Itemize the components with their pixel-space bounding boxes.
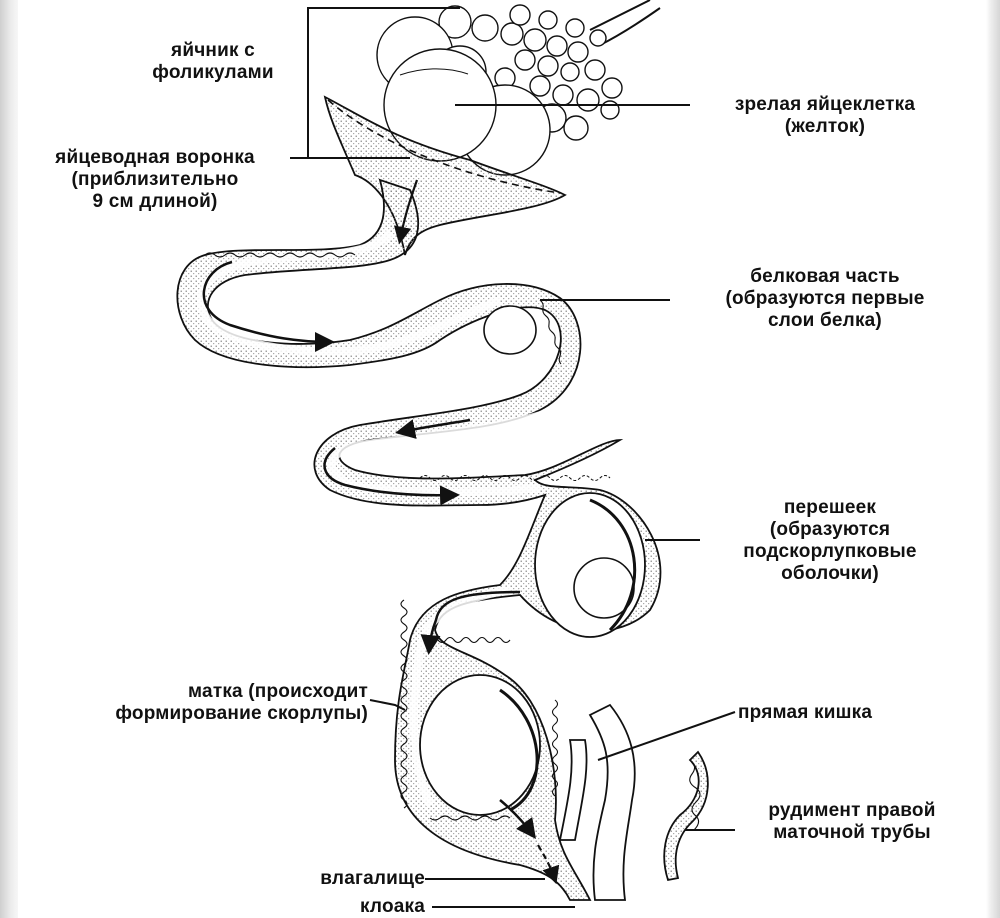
label-cloaca: клоака xyxy=(250,896,425,918)
label-albumen: белковая часть (образуются первые слои б… xyxy=(675,266,975,332)
label-rectum: прямая кишка xyxy=(738,702,958,724)
rectum-and-rudiment xyxy=(560,705,708,900)
label-mature-egg: зрелая яйцеклетка (желток) xyxy=(690,94,960,138)
label-vagina: влагалище xyxy=(250,868,425,890)
oviduct-body xyxy=(177,97,660,900)
label-uterus: матка (происходит формирование скорлупы) xyxy=(28,681,368,725)
label-ovary: яйчник с фоликулами xyxy=(128,40,298,84)
label-funnel: яйцеводная воронка (приблизительно 9 см … xyxy=(26,147,284,213)
label-isthmus: перешеек (образуются подскорлупковые обо… xyxy=(700,497,960,585)
label-right-oviduct-rudiment: рудимент правой маточной трубы xyxy=(722,800,982,844)
